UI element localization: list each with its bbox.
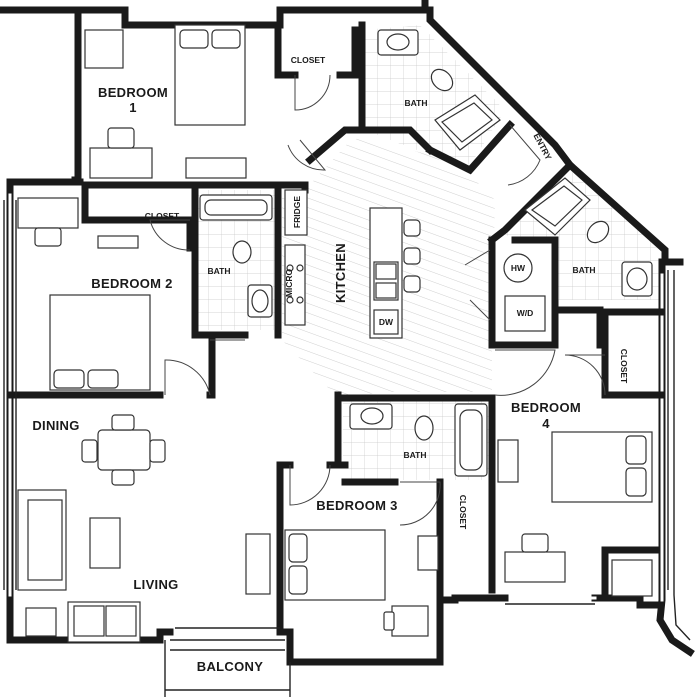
closet4-label: CLOSET — [619, 349, 629, 384]
bedroom4-pillow-a — [625, 435, 647, 465]
bath3-tub-inner — [459, 409, 483, 471]
bedroom2-label: BEDROOM 2 — [91, 276, 172, 291]
furniture — [17, 24, 653, 643]
windows — [3, 200, 691, 641]
bath1-basin — [386, 33, 410, 51]
bedroom3-pillow-b — [288, 565, 308, 595]
bath4-label: BATH — [573, 265, 596, 275]
kitchen-sink-bowl-a — [375, 263, 397, 280]
bath1-tub-inner — [441, 102, 493, 143]
bedroom4-pillow-b — [625, 467, 647, 497]
dining-chair-left — [81, 439, 98, 463]
micro-label: MICRO — [284, 268, 294, 297]
washer-dryer — [504, 295, 546, 332]
bedroom3-pillow-a — [288, 533, 308, 563]
bath2-tub-inner — [204, 199, 268, 216]
kitchen-label: KITCHEN — [333, 243, 348, 303]
bath2-basin — [251, 289, 269, 313]
fridge-label: FRIDGE — [292, 196, 302, 228]
dining-chair-top — [111, 414, 135, 431]
living-loveseat-left — [73, 605, 105, 637]
bedroom3-chair — [383, 611, 395, 631]
bath2-toilet — [232, 240, 252, 264]
bath3-basin — [360, 407, 384, 425]
bath3-toilet — [414, 415, 434, 441]
living-tv-stand — [245, 533, 271, 595]
bedroom4-dresser — [497, 439, 519, 483]
bath4-toilet — [586, 220, 610, 244]
bedroom1-pillow-b — [211, 29, 241, 49]
closet2-label: CLOSET — [145, 211, 180, 221]
bedroom1-nightstand — [84, 29, 124, 69]
fixtures — [199, 29, 653, 477]
balcony-label: BALCONY — [197, 659, 263, 674]
bedroom1-number: 1 — [129, 100, 137, 115]
bath1-label: BATH — [405, 98, 428, 108]
bedroom3-dresser — [417, 535, 439, 571]
bedroom1-desk — [89, 147, 153, 179]
bedroom3-desk — [391, 605, 429, 637]
bedroom3-label: BEDROOM 3 — [316, 498, 397, 513]
living-label: LIVING — [133, 577, 178, 592]
bedroom2-dresser — [97, 235, 139, 249]
water-heater-label: HW — [511, 263, 526, 273]
bedroom4-desk — [504, 551, 566, 583]
flooring — [196, 25, 660, 480]
kitchen-sink-bowl-b — [375, 282, 397, 299]
stool-3 — [403, 275, 421, 293]
dishwasher-label: DW — [379, 317, 394, 327]
living-side-table — [25, 607, 57, 637]
closet3-label: CLOSET — [458, 495, 468, 530]
bedroom2-desk — [17, 197, 79, 229]
bedroom2-pillow-a — [53, 369, 85, 389]
living-coffee-table — [89, 517, 121, 569]
dining-chair-bottom — [111, 469, 135, 486]
bedroom4-nightstand — [611, 559, 653, 597]
bedroom4-chair — [521, 533, 549, 553]
bedroom1-chair — [107, 127, 135, 149]
stool-1 — [403, 219, 421, 237]
dining-table — [97, 429, 151, 471]
bedroom2-pillow-b — [87, 369, 119, 389]
living-loveseat-right — [105, 605, 137, 637]
bath2-label: BATH — [208, 266, 231, 276]
bedroom2-chair — [34, 227, 62, 247]
living-sofa-seat — [27, 499, 63, 581]
dining-chair-right — [149, 439, 166, 463]
bedroom1-label: BEDROOM — [98, 85, 168, 100]
fridge — [284, 189, 308, 236]
bedroom4-number: 4 — [542, 416, 550, 431]
washer-dryer-label: W/D — [517, 308, 534, 318]
bath4-tub-inner — [530, 185, 583, 227]
stool-2 — [403, 247, 421, 265]
bedroom4-label: BEDROOM — [511, 400, 581, 415]
bath1-toilet — [430, 68, 454, 92]
bath3-label: BATH — [404, 450, 427, 460]
bedroom1-dresser — [185, 157, 247, 179]
dining-label: DINING — [32, 418, 79, 433]
bath4-basin — [626, 267, 648, 291]
water-heater — [503, 253, 533, 283]
room-labels: BEDROOM 1 BEDROOM 2 BEDROOM 3 BEDROOM 4 … — [32, 55, 629, 674]
closet1-label: CLOSET — [291, 55, 326, 65]
bedroom1-pillow-a — [179, 29, 209, 49]
doors — [149, 74, 606, 526]
dishwasher — [373, 309, 399, 335]
